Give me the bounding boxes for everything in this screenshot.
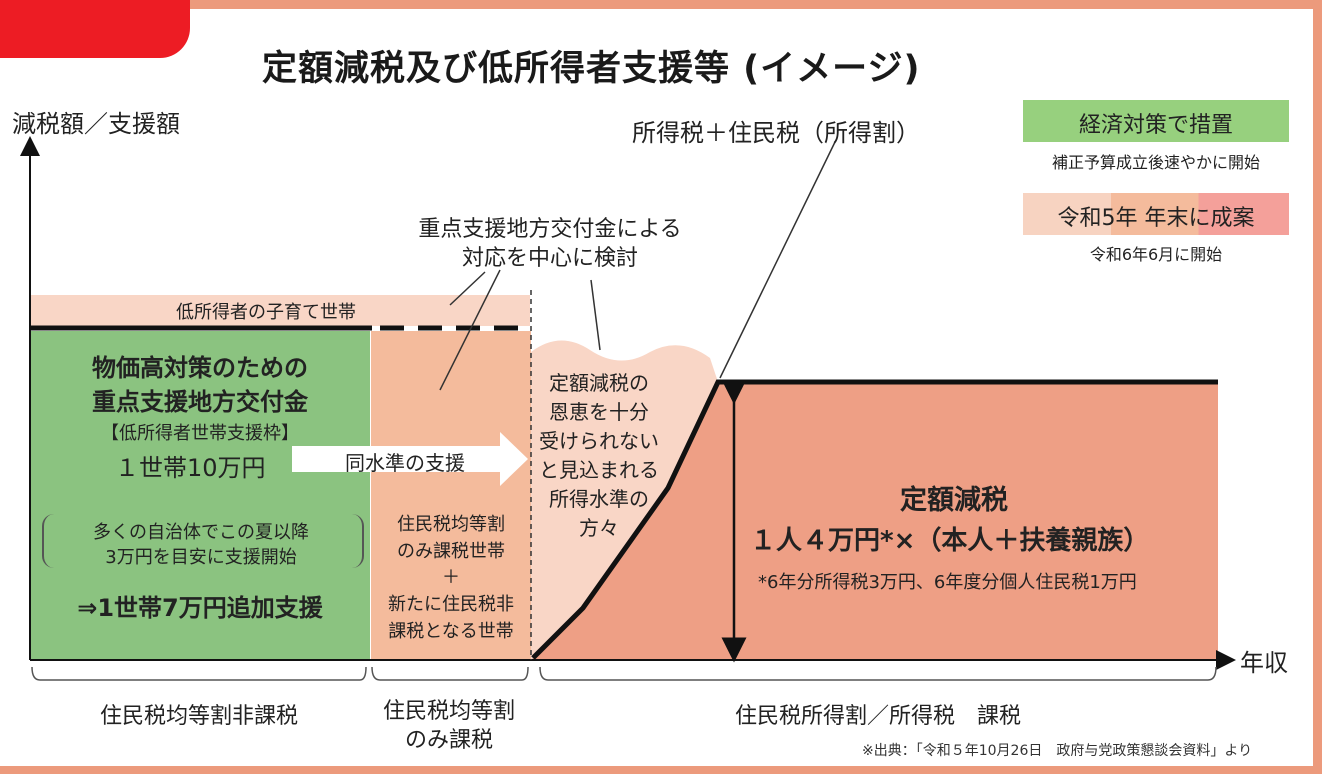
- bottom-label-left: 住民税均等割非課税: [99, 704, 298, 729]
- legend-orange-note: 令和6年6月に開始: [1089, 245, 1223, 264]
- tax-cut-note: *6年分所得税3万円、6年度分個人住民税1万円: [758, 572, 1137, 593]
- legend-green-label: 経済対策で措置: [1078, 113, 1233, 138]
- middle-line1: 定額減税の: [549, 371, 649, 395]
- orange-plus: ＋: [442, 567, 460, 588]
- green-note-line2: 3万円を目安に支援開始: [105, 547, 297, 568]
- corner-tab: [0, 0, 190, 58]
- income-tax-callout-line: [719, 141, 836, 379]
- tax-cut-curve: [531, 379, 1218, 660]
- page-title: 定額減税及び低所得者支援等 (イメージ): [262, 49, 921, 89]
- legend-orange-swatch: [1023, 193, 1289, 235]
- tax-cut-amount: １人４万円*×（本人＋扶養親族）: [750, 526, 1150, 556]
- grant-review-line1: 重点支援地方交付金による: [418, 217, 682, 242]
- income-tax-label: 所得税＋住民税（所得割）: [632, 119, 920, 147]
- green-heading-line1: 物価高対策のための: [92, 354, 308, 382]
- middle-line2: 恩恵を十分: [549, 400, 649, 424]
- middle-line6: 方々: [579, 516, 619, 540]
- green-heading-line2: 重点支援地方交付金: [92, 388, 308, 416]
- green-additional-support: ⇒1世帯7万円追加支援: [77, 594, 323, 622]
- x-axis-label: 年収: [1240, 649, 1288, 677]
- green-sub-label: 【低所得者世帯支援枠】: [101, 423, 299, 444]
- legend-green-note: 補正予算成立後速やかに開始: [1051, 153, 1260, 172]
- grant-callout-line-1: [439, 269, 501, 391]
- same-level-arrow-shape: [292, 432, 528, 486]
- green-amount: １世帯10万円: [115, 454, 266, 482]
- child-households-label: 低所得者の子育て世帯: [176, 302, 356, 323]
- green-note-line1: 多くの自治体でこの夏以降: [93, 522, 309, 543]
- y-axis-label: 減税額／支援額: [12, 110, 180, 138]
- source-note: ※出典：「令和５年10月26日 政府与党政策懇談会資料」より: [862, 743, 1253, 759]
- grant-callout-line-2: [590, 279, 601, 351]
- bottom-label-right: 住民税所得割／所得税 課税: [734, 704, 1021, 729]
- tax-cut-region: [531, 382, 1218, 660]
- same-level-support-label: 同水準の支援: [345, 451, 465, 475]
- green-note-bracket: [42, 514, 364, 568]
- brace-left: [31, 666, 367, 681]
- orange-line4: 課税となる世帯: [388, 621, 514, 642]
- orange-support-box: [371, 331, 531, 659]
- middle-line3: 受けられない: [539, 429, 659, 453]
- bottom-label-middle-line1: 住民税均等割: [382, 699, 515, 724]
- bottom-label-middle-line2: のみ課税: [404, 728, 493, 753]
- middle-line4: と見込まれる: [539, 458, 659, 482]
- tax-cut-heading: 定額減税: [900, 485, 1008, 516]
- brace-right: [539, 666, 1217, 681]
- orange-line1: 住民税均等割: [397, 514, 505, 535]
- child-band-callout-line: [449, 271, 486, 306]
- orange-line2: のみ課税世帯: [397, 541, 505, 562]
- middle-line5: 所得水準の: [549, 487, 649, 511]
- grant-review-line2: 対応を中心に検討: [461, 246, 638, 271]
- child-households-band: [30, 295, 530, 326]
- legend-green-swatch: [1023, 100, 1289, 142]
- green-support-box: [30, 331, 370, 659]
- brace-middle: [371, 666, 529, 681]
- legend-orange-label: 令和5年 年末に成案: [1057, 206, 1255, 231]
- middle-region: [531, 340, 718, 660]
- orange-line3: 新たに住民税非: [388, 594, 514, 615]
